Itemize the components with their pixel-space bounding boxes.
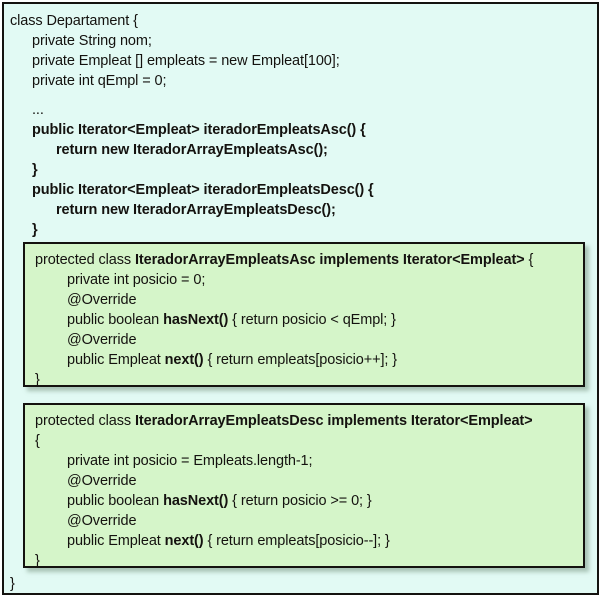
hasnext-desc-suffix: { return posicio >= 0; }	[228, 493, 372, 509]
outer-class-body: class Departament { private String nom; …	[4, 11, 597, 240]
outer-class-close-brace: }	[10, 576, 15, 592]
spacer	[4, 91, 597, 100]
method-signature-asc-text: public Iterator<Empleat> iteradorEmpleat…	[32, 122, 366, 138]
inner-class-declaration-desc: protected class IteradorArrayEmpleatsDes…	[25, 411, 583, 431]
method-signature-iterador-asc: public Iterator<Empleat> iteradorEmpleat…	[4, 120, 597, 140]
next-asc-name: next()	[164, 352, 204, 368]
method-next-asc: public Empleat next() { return empleats[…	[25, 350, 583, 370]
annotation-override-desc-2: @Override	[67, 513, 137, 529]
method-body-asc-text: return new IteradorArrayEmpleatsAsc();	[56, 142, 328, 158]
hasnext-asc-prefix: public boolean	[67, 312, 164, 328]
annotation-override-asc-2: @Override	[67, 332, 137, 348]
field-posicio-asc: private int posicio = 0;	[67, 272, 206, 288]
field-posicio-desc: private int posicio = Empleats.length-1;	[67, 453, 313, 469]
hasnext-desc-prefix: public boolean	[67, 493, 164, 509]
method-hasnext-asc: public boolean hasNext() { return posici…	[25, 310, 583, 330]
method-body-iterador-desc: return new IteradorArrayEmpleatsDesc();	[4, 200, 597, 220]
method-close-iterador-desc: }	[4, 220, 597, 240]
declaration-implements-desc: implements Iterator<Empleat>	[323, 413, 533, 429]
hasnext-asc-suffix: { return posicio < qEmpl; }	[228, 312, 396, 328]
next-asc-prefix: public Empleat	[67, 352, 165, 368]
annotation-override-asc-1: @Override	[67, 292, 137, 308]
declaration-modifier-asc: protected class	[35, 252, 135, 268]
declaration-modifier-desc: protected class	[35, 413, 135, 429]
hasnext-desc-name: hasNext()	[163, 493, 229, 509]
next-desc-prefix: public Empleat	[67, 533, 165, 549]
declaration-classname-desc: IteradorArrayEmpleatsDesc	[134, 413, 324, 429]
next-asc-suffix: { return empleats[posicio++]; }	[203, 352, 397, 368]
declaration-implements-asc: implements Iterator<Empleat>	[315, 252, 525, 268]
annotation-override-desc-1: @Override	[67, 473, 137, 489]
method-close-desc-text: }	[32, 222, 38, 238]
declaration-brace-asc: {	[524, 252, 534, 268]
ellipsis-line: ...	[32, 102, 44, 118]
method-close-iterador-asc: }	[4, 160, 597, 180]
inner-class-open-brace-desc: {	[35, 433, 40, 449]
field-declaration-empleats: private Empleat [] empleats = new Emplea…	[32, 53, 340, 69]
method-next-desc: public Empleat next() { return empleats[…	[25, 531, 583, 551]
method-close-asc-text: }	[32, 162, 38, 178]
method-signature-desc-text: public Iterator<Empleat> iteradorEmpleat…	[32, 182, 374, 198]
method-hasnext-desc: public boolean hasNext() { return posici…	[25, 491, 583, 511]
outer-class-header: class Departament {	[10, 13, 138, 29]
hasnext-asc-name: hasNext()	[163, 312, 229, 328]
inner-class-box-ascending: protected class IteradorArrayEmpleatsAsc…	[23, 242, 585, 388]
method-body-iterador-asc: return new IteradorArrayEmpleatsAsc();	[4, 140, 597, 160]
inner-class-close-desc: }	[35, 553, 40, 569]
next-desc-suffix: { return empleats[posicio--]; }	[203, 533, 390, 549]
field-declaration-qempl: private int qEmpl = 0;	[32, 73, 167, 89]
inner-class-box-descending: protected class IteradorArrayEmpleatsDes…	[23, 403, 585, 569]
method-signature-iterador-desc: public Iterator<Empleat> iteradorEmpleat…	[4, 180, 597, 200]
field-declaration-nom: private String nom;	[32, 33, 152, 49]
inner-class-close-asc: }	[35, 372, 40, 388]
outer-class-box: class Departament { private String nom; …	[2, 2, 599, 595]
inner-class-declaration-asc: protected class IteradorArrayEmpleatsAsc…	[25, 250, 583, 270]
declaration-classname-asc: IteradorArrayEmpleatsAsc	[134, 252, 316, 268]
method-body-desc-text: return new IteradorArrayEmpleatsDesc();	[56, 202, 336, 218]
next-desc-name: next()	[164, 533, 204, 549]
